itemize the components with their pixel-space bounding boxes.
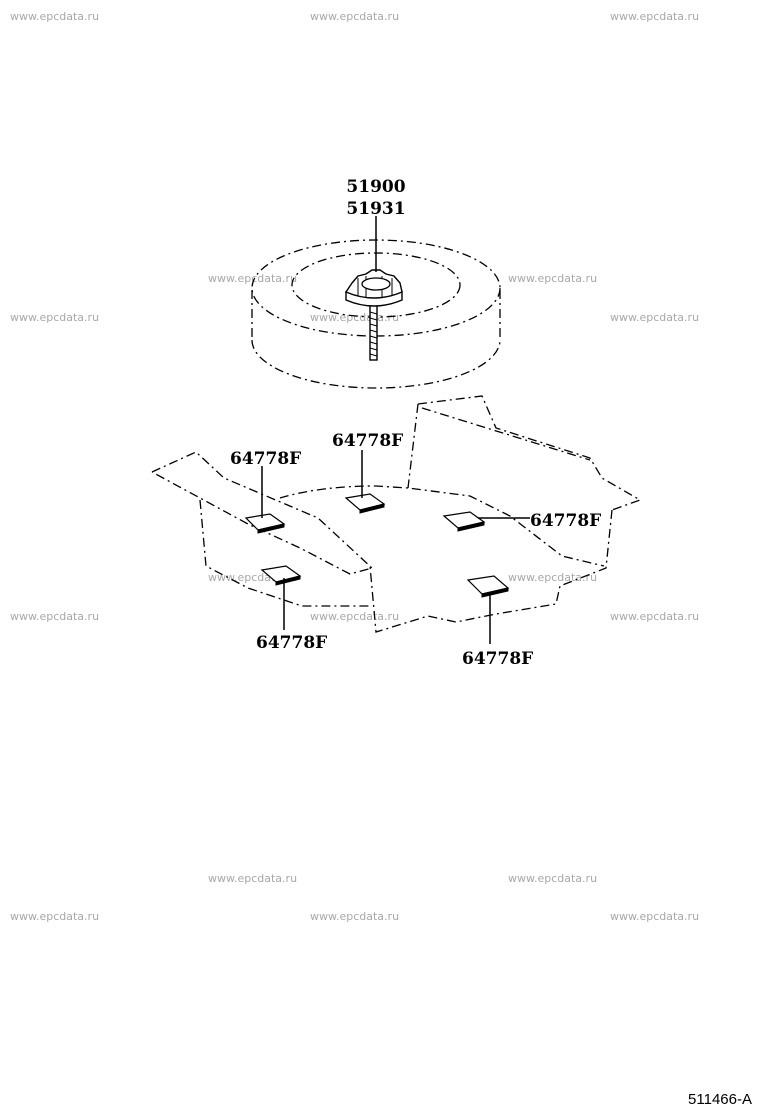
watermark: www.epcdata.ru (10, 10, 99, 23)
watermark: www.epcdata.ru (10, 311, 99, 324)
cushion-pad-c[interactable] (442, 511, 486, 532)
part-number-label[interactable]: 64778F (230, 449, 301, 469)
figure-code: 511466-A (688, 1091, 752, 1108)
watermark: www.epcdata.ru (310, 10, 399, 23)
leader-lines (261, 216, 530, 644)
watermark: www.epcdata.ru (310, 910, 399, 923)
watermark: www.epcdata.ru (10, 910, 99, 923)
floor-right-panel-inner (421, 407, 591, 461)
watermark: www.epcdata.ru (610, 311, 699, 324)
floor-right-wall (369, 509, 613, 633)
floor-right-panel-edge (407, 403, 419, 489)
watermark: www.epcdata.ru (610, 610, 699, 623)
watermark: www.epcdata.ru (508, 571, 597, 584)
watermark: www.epcdata.ru (610, 10, 699, 23)
watermark: www.epcdata.ru (208, 272, 297, 285)
watermark: www.epcdata.ru (310, 311, 399, 324)
wing-nut-top (361, 277, 391, 291)
cushion-pad-d[interactable] (260, 565, 302, 586)
floor-left-wall (199, 499, 372, 607)
cushion-pad-b[interactable] (344, 493, 386, 514)
watermark: www.epcdata.ru (310, 610, 399, 623)
part-labels: 51900 51931 64778F 64778F 64778F 64778F … (230, 177, 601, 669)
part-number-label[interactable]: 64778F (332, 431, 403, 451)
watermark: www.epcdata.ru (508, 872, 597, 885)
hold-down-bolt[interactable] (344, 269, 403, 361)
watermark: www.epcdata.ru (610, 910, 699, 923)
watermark: www.epcdata.ru (508, 272, 597, 285)
part-number-label[interactable]: 51931 (346, 199, 405, 219)
tire-well-floor (151, 395, 642, 633)
part-number-label[interactable]: 64778F (530, 511, 601, 531)
part-number-label[interactable]: 64778F (462, 649, 533, 669)
part-number-label[interactable]: 51900 (346, 177, 405, 197)
floor-well-rim (279, 485, 605, 567)
floor-right-panel (417, 395, 642, 511)
cushion-pad-a[interactable] (244, 513, 286, 534)
watermark: www.epcdata.ru (208, 872, 297, 885)
watermark-layer: www.epcdata.ru www.epcdata.ru www.epcdat… (10, 10, 699, 923)
floor-left-flange (151, 451, 374, 575)
cushion-pad-e[interactable] (466, 575, 510, 598)
watermark: www.epcdata.ru (10, 610, 99, 623)
part-number-label[interactable]: 64778F (256, 633, 327, 653)
tire-bottom-edge (251, 339, 501, 389)
bolt-threads (369, 311, 378, 357)
